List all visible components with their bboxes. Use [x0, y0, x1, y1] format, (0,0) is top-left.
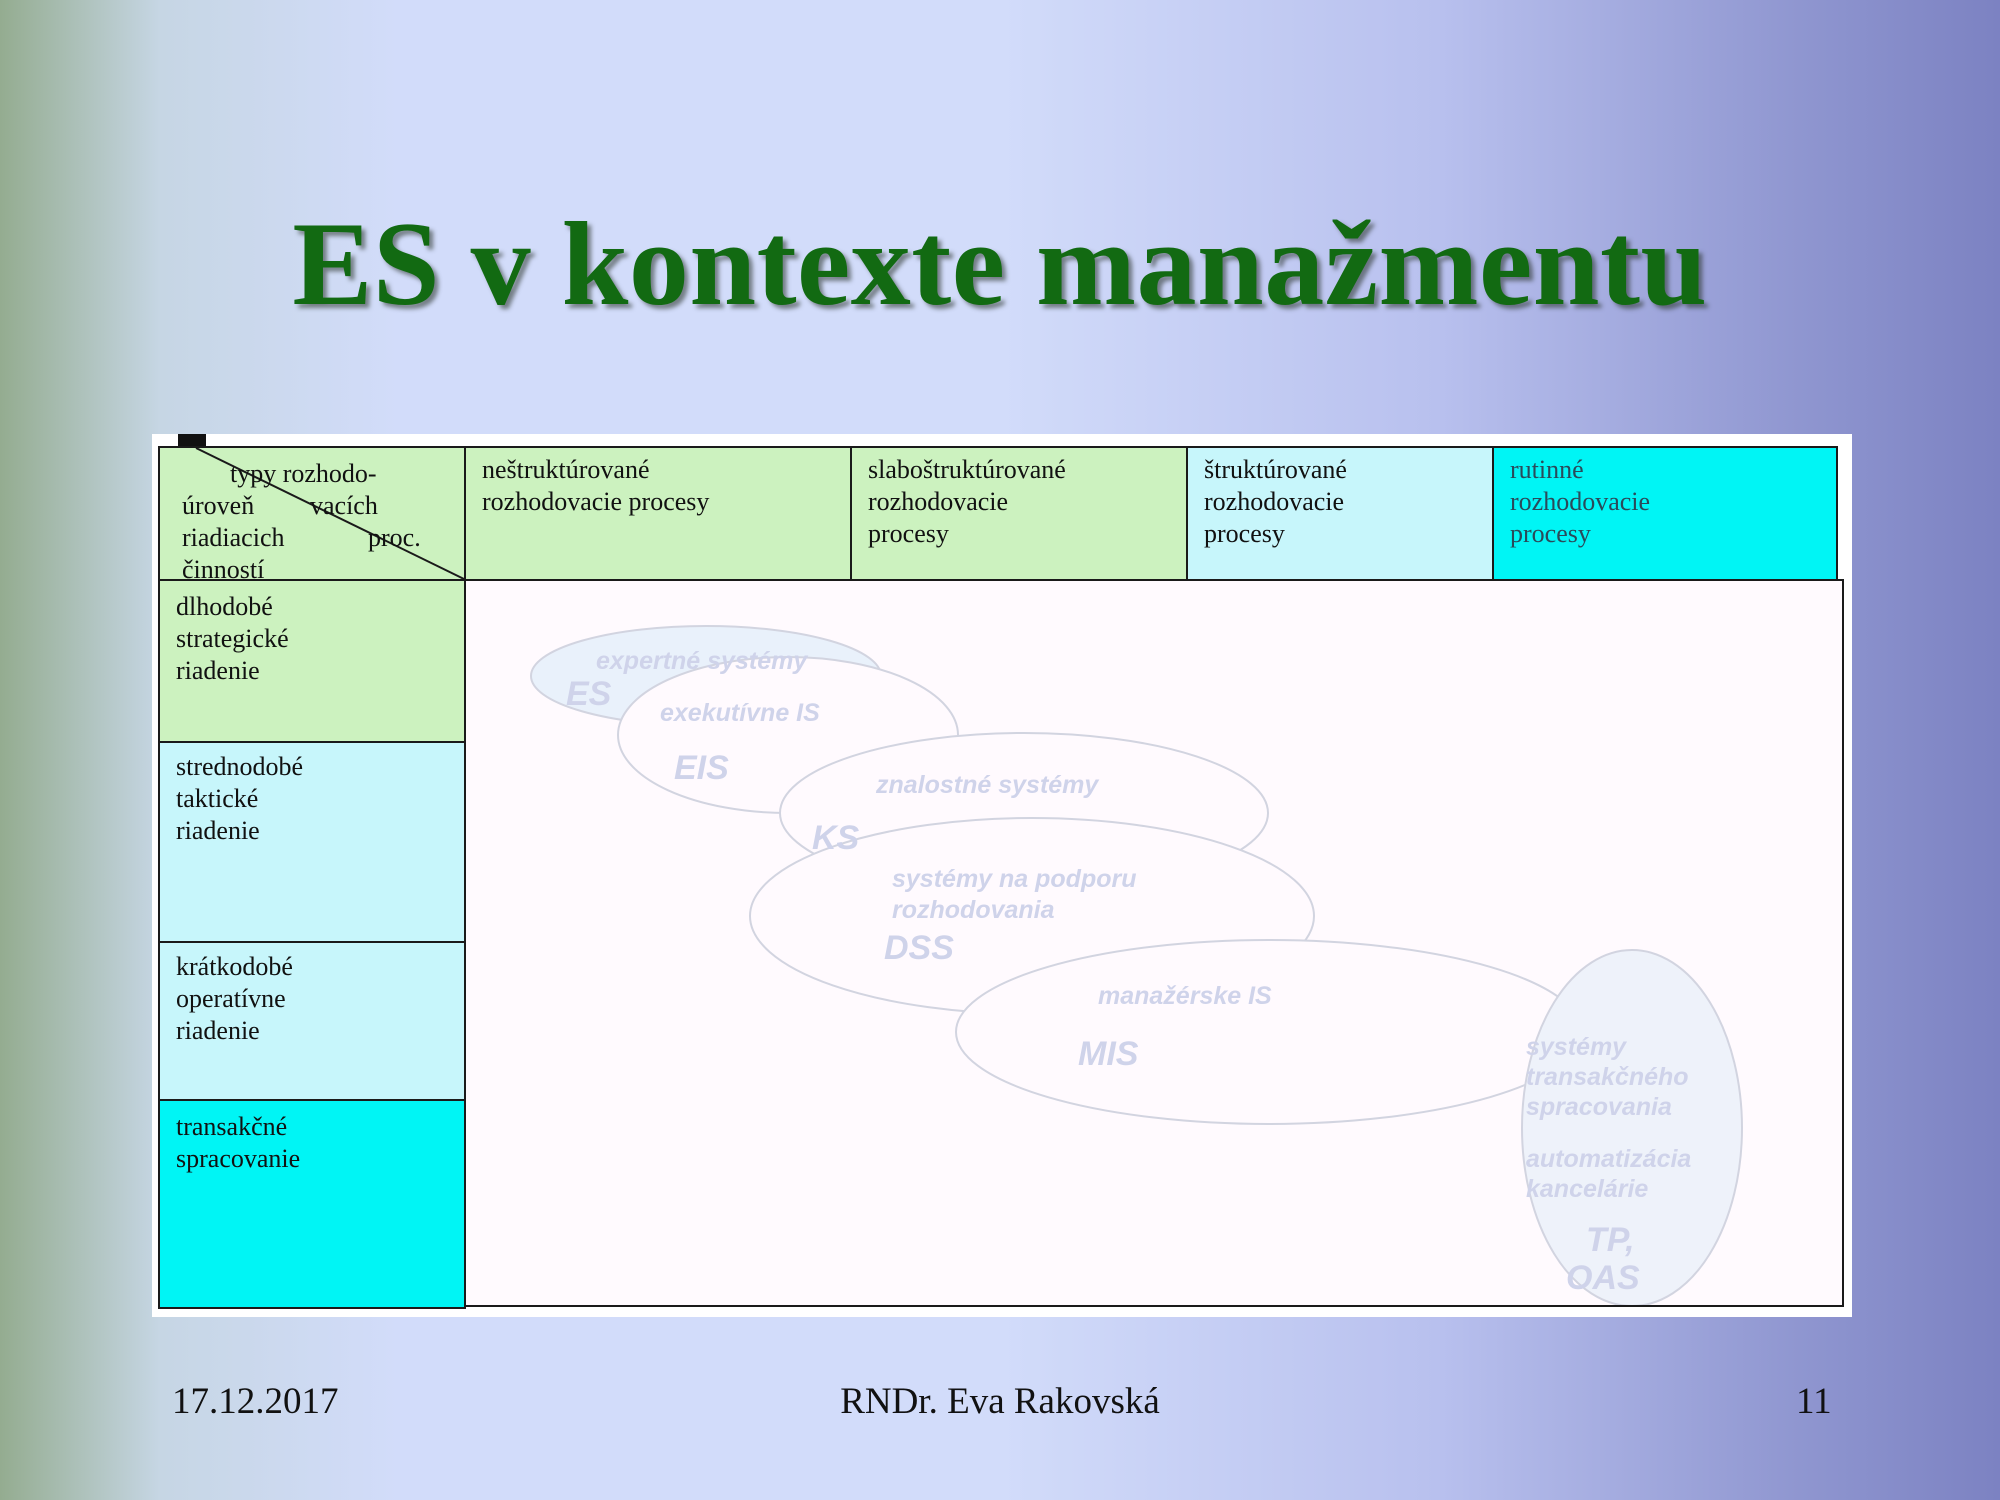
corner-label-level: úroveň — [182, 491, 255, 520]
ks-label: znalostné systémy — [875, 771, 1099, 799]
oas-label-line2: kancelárie — [1526, 1175, 1648, 1203]
row-header-transactional: transakčné spracovanie — [158, 1099, 466, 1309]
corner-marker — [178, 434, 206, 446]
row-header-strategic: dlhodobé strategické riadenie — [158, 579, 466, 743]
corner-label-riadiacich: riadiacich — [182, 523, 285, 552]
column-header-semistructured: slaboštruktúrované rozhodovacie procesy — [850, 446, 1188, 581]
management-diagram: typy rozhodo- úroveň vacích riadiacich p… — [152, 434, 1852, 1317]
oas-label-line1: automatizácia — [1526, 1145, 1691, 1173]
eis-label: exekutívne IS — [660, 699, 820, 727]
tp-oas-abbr-line2: OAS — [1566, 1259, 1640, 1297]
tp-label-line1: systémy — [1526, 1033, 1627, 1061]
corner-diagonal — [195, 447, 465, 580]
column-header-unstructured: neštruktúrované rozhodovacie procesy — [464, 446, 852, 581]
footer-date: 17.12.2017 — [172, 1381, 339, 1422]
mis-abbr: MIS — [1078, 1035, 1139, 1073]
corner-label-vacich: vacích — [310, 491, 378, 520]
footer-page-number: 11 — [1796, 1381, 1832, 1422]
column-header-structured: štruktúrované rozhodovacie procesy — [1186, 446, 1494, 581]
ellipse-tp-oas — [1521, 949, 1743, 1305]
column-header-routine: rutinné rozhodovacie procesy — [1492, 446, 1838, 581]
ks-abbr: KS — [812, 819, 860, 857]
corner-label-types: typy rozhodo- — [230, 459, 377, 488]
corner-label-proc: proc. — [368, 523, 421, 552]
slide-title: ES v kontexte manažmentu — [292, 197, 1708, 330]
es-label: expertné systémy — [596, 647, 808, 675]
dss-label-line1: systémy na podporu — [892, 865, 1137, 893]
row-header-operational: krátkodobé operatívne riadenie — [158, 941, 466, 1101]
dss-abbr: DSS — [884, 929, 954, 967]
tp-oas-abbr-line1: TP, — [1586, 1221, 1635, 1259]
systems-ellipses: expertné systémy ES exekutívne IS EIS zn… — [530, 625, 1743, 1305]
es-abbr: ES — [566, 675, 612, 713]
corner-header-cell: typy rozhodo- úroveň vacích riadiacich p… — [158, 446, 466, 584]
ellipse-mis — [955, 939, 1583, 1125]
footer-author: RNDr. Eva Rakovská — [840, 1381, 1160, 1422]
row-header-tactical: strednodobé taktické riadenie — [158, 741, 466, 943]
eis-abbr: EIS — [674, 749, 729, 787]
tp-label-line2: transakčného — [1526, 1063, 1689, 1091]
dss-label-line2: rozhodovania — [892, 896, 1055, 924]
tp-label-line3: spracovania — [1526, 1093, 1672, 1121]
systems-area: expertné systémy ES exekutívne IS EIS zn… — [464, 579, 1844, 1307]
mis-label: manažérske IS — [1098, 982, 1272, 1010]
